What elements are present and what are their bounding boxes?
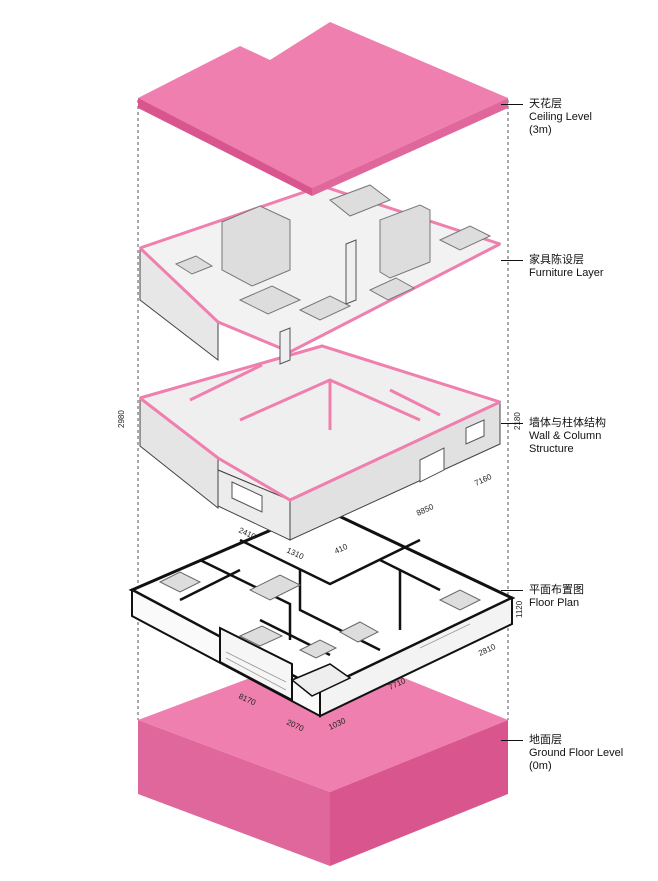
label-ground-note: (0m) [529,760,552,772]
label-walls-zh: 墙体与柱体结构 [529,417,606,429]
dim-wall-height-right: 2180 [513,412,522,430]
ground-floor-slab [138,648,508,866]
label-ground-en: Ground Floor Level [529,747,624,759]
label-ceiling-en: Ceiling Level [529,111,592,123]
label-walls-note: Structure [529,443,574,455]
label-walls: 墙体与柱体结构 Wall & Column Structure [501,417,606,456]
label-ceiling-zh: 天花层 [529,98,562,110]
label-ground-zh: 地面层 [529,734,562,746]
wall-column-layer [139,344,502,541]
ceiling-slab [138,22,508,196]
dim-wall-height-left: 2980 [117,410,126,428]
floor-plan-layer [128,506,516,718]
label-furniture: 家具陈设层 Furniture Layer [501,254,604,280]
dim-plan-right-w: 2810 [477,642,497,658]
label-ceiling-note: (3m) [529,124,552,136]
label-furniture-en: Furniture Layer [529,267,604,279]
dim-plan-right-h: 1120 [515,600,524,618]
dim-wall-len-b: 7160 [473,472,493,488]
label-plan: 平面布置图 Floor Plan [501,584,584,610]
dim-wall-len-a: 8850 [415,502,435,518]
label-furniture-zh: 家具陈设层 [529,254,584,266]
label-ceiling: 天花层 Ceiling Level (3m) [501,98,592,137]
label-plan-zh: 平面布置图 [529,584,584,596]
label-walls-en: Wall & Column [529,430,602,442]
label-ground: 地面层 Ground Floor Level (0m) [501,734,624,773]
furniture-layer [138,184,502,365]
label-plan-en: Floor Plan [529,597,580,609]
